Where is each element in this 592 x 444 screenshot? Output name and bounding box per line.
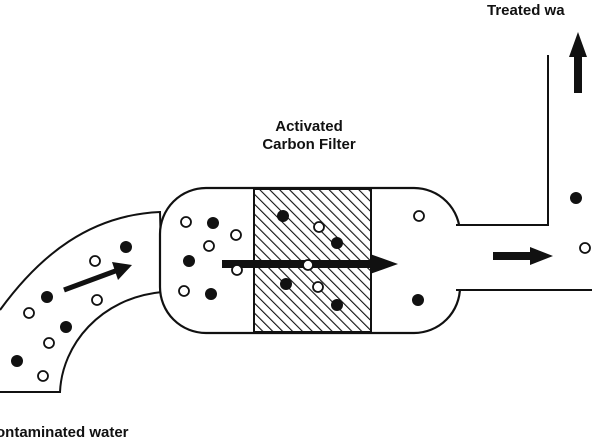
inlet-flow-arrow bbox=[63, 262, 132, 293]
filter-flow-arrow bbox=[222, 254, 398, 274]
carbon-filter-label-line2: Carbon Filter bbox=[262, 136, 356, 153]
treated-flow-arrow bbox=[569, 32, 587, 93]
water-particles bbox=[23, 210, 591, 382]
contaminated-water-label: ontaminated water bbox=[0, 424, 129, 441]
carbon-filter-label: Activated Carbon Filter bbox=[214, 118, 404, 154]
treated-water-label: Treated wa bbox=[487, 2, 565, 19]
carbon-filter-label-line1: Activated bbox=[275, 118, 343, 135]
inlet-pipe bbox=[0, 210, 164, 393]
outlet-flow-arrow bbox=[493, 247, 553, 265]
contaminant-particles bbox=[11, 192, 582, 367]
